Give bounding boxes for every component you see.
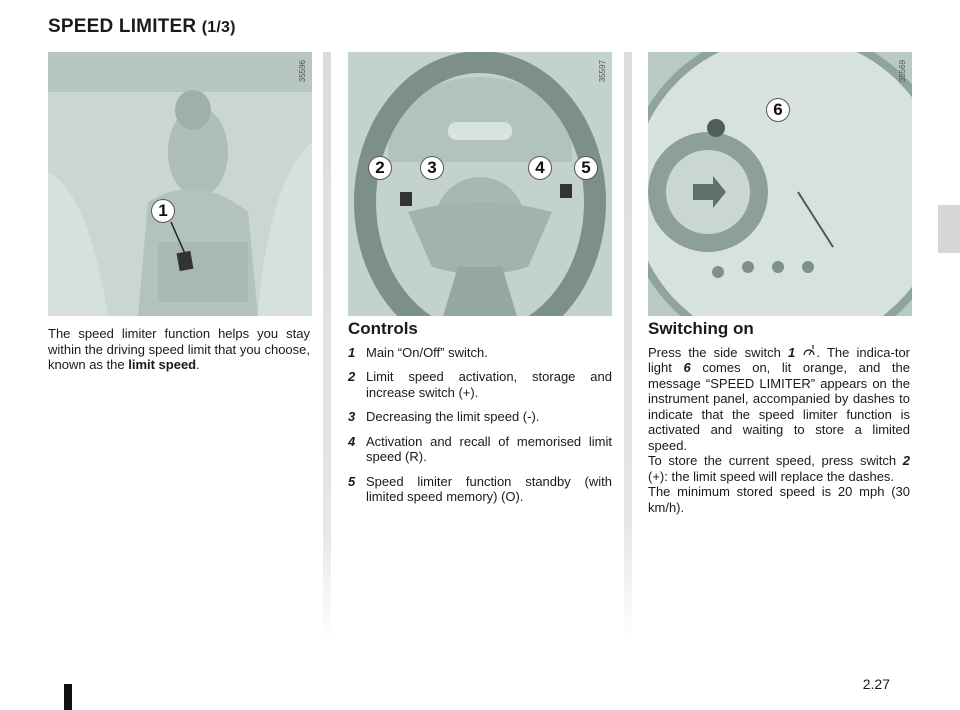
intro-paragraph: The speed limiter function helps you sta… (48, 326, 310, 373)
page-title: SPEED LIMITER (1/3) (48, 16, 236, 38)
intro-column: The speed limiter function helps you sta… (48, 326, 310, 373)
title-part-indicator: (1/3) (201, 19, 236, 36)
page-number: 2.27 (862, 676, 890, 692)
callout-5: 5 (574, 156, 598, 180)
controls-heading: Controls (348, 319, 418, 338)
item-text: Decreasing the limit speed (-). (366, 409, 540, 424)
section-tab (938, 205, 960, 253)
item-text: Activation and recall of memorised limit… (366, 433, 612, 465)
title-text: SPEED LIMITER (48, 16, 197, 37)
text: To store the current speed, press switch (648, 453, 903, 468)
controls-item: 3 Decreasing the limit speed (-). (348, 409, 612, 425)
text: comes on, lit orange, and the message “S… (648, 360, 910, 453)
image-reference: 35569 (898, 60, 907, 83)
controls-item: 1 Main “On/Off” switch. (348, 345, 612, 361)
image-reference: 35597 (598, 60, 607, 83)
edge-marker (64, 684, 72, 710)
limit-speed-term: limit speed (128, 357, 197, 372)
item-text: Limit speed activation, storage and incr… (366, 369, 612, 400)
text: Press the side switch (648, 344, 788, 360)
image-reference: 35596 (298, 60, 307, 83)
switch-ref: 2 (902, 453, 910, 468)
item-number: 3 (348, 409, 356, 424)
speed-limiter-icon (802, 344, 816, 360)
controls-item: 4 Activation and recall of memorised limi… (348, 434, 612, 465)
item-text: Speed limiter function standby (with lim… (366, 473, 612, 505)
switching-on-heading: Switching on (648, 319, 754, 338)
column-divider-left (323, 52, 331, 642)
text: (+): the limit speed will replace the da… (648, 468, 895, 484)
item-number: 2 (348, 369, 356, 384)
text: . The indica-tor light (648, 344, 911, 376)
controls-item: 2 Limit speed activation, storage and inc… (348, 369, 612, 400)
callout-2: 2 (368, 156, 392, 180)
switching-on-paragraph-1: Press the side switch 1 . The indica-tor… (648, 344, 911, 454)
switching-on-column: Switching on Press the side switch 1 . T… (648, 319, 911, 515)
callout-4: 4 (528, 156, 552, 180)
illustration-console-switch: 35596 1 (48, 52, 312, 316)
switching-on-paragraph-2: To store the current speed, press switch… (648, 453, 910, 484)
callout-6: 6 (766, 98, 790, 122)
intro-end: . (196, 357, 200, 372)
illustration-instrument-panel: 35569 6 (648, 52, 912, 316)
intro-text: The speed limiter function helps you sta… (48, 326, 310, 372)
controls-column: Controls 1 Main “On/Off” switch. 2 Limit s… (348, 319, 612, 514)
switch-ref: 1 (787, 344, 796, 360)
callout-1: 1 (151, 199, 175, 223)
light-ref: 6 (683, 360, 691, 375)
controls-item: 5 Speed limiter function standby (with li… (348, 474, 612, 505)
item-number: 1 (348, 344, 356, 360)
callout-3: 3 (420, 156, 444, 180)
switching-on-paragraph-3: The minimum stored speed is 20 mph (30 k… (648, 484, 910, 515)
item-number: 5 (348, 473, 356, 489)
item-number: 4 (348, 433, 356, 449)
column-divider-right (624, 52, 632, 642)
illustration-steering-wheel: 35597 2 3 4 5 (348, 52, 612, 316)
item-text: Main “On/Off” switch. (366, 344, 488, 360)
